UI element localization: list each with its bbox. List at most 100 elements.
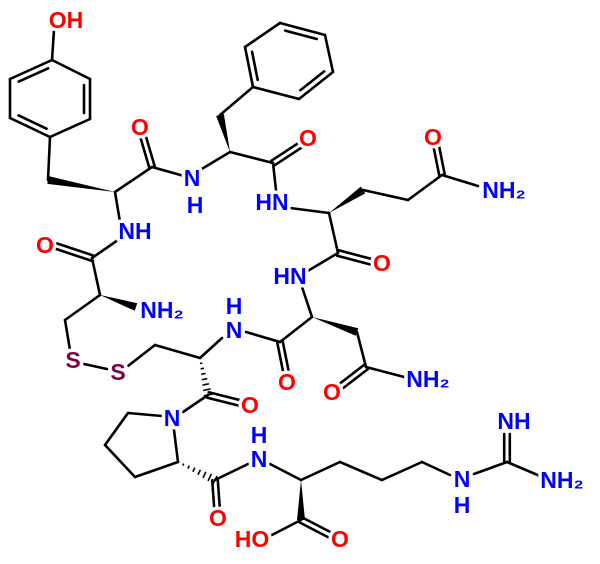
atom-tyr-carbonyl-o: O <box>131 114 149 140</box>
bond-line <box>17 67 50 83</box>
bond-line <box>281 340 291 373</box>
bond-line <box>297 70 335 101</box>
atom-asn-cys-h: H <box>226 293 243 319</box>
bond-line <box>103 411 130 447</box>
atom-tyr-oh: OH <box>49 7 84 33</box>
bond-line <box>53 247 93 262</box>
atom-gln-side-nh2: NH₂ <box>482 177 525 203</box>
atom-gln-side-o: O <box>424 124 442 150</box>
bond-line <box>63 293 102 322</box>
bond-line <box>275 341 285 374</box>
bond-line <box>207 390 242 402</box>
bond-line <box>103 443 137 479</box>
wedge-bond <box>329 186 366 213</box>
hashed-bond <box>182 463 185 466</box>
atom-pro-carbonyl-o: O <box>209 505 227 531</box>
atom-gln-carbonyl-o: O <box>373 250 391 276</box>
bond-line <box>406 173 444 202</box>
bond-line <box>283 29 319 41</box>
bond-line <box>198 336 224 360</box>
bond-line <box>243 21 282 49</box>
hashed-bond <box>202 388 211 392</box>
atom-cys6-carbonyl-o: O <box>241 392 259 418</box>
bond-line <box>304 251 340 274</box>
hashed-bond <box>201 377 208 381</box>
bond-line <box>210 478 216 510</box>
bond-line <box>250 50 259 82</box>
bond-line <box>113 165 154 194</box>
bond-line <box>340 367 370 391</box>
bond-line <box>113 190 122 224</box>
bond-line <box>50 28 56 62</box>
bond-line <box>299 70 326 92</box>
atom-cys1-carbonyl-o: O <box>36 232 54 258</box>
bond-line <box>216 478 222 510</box>
bond-line <box>218 85 255 117</box>
atom-asn-carbonyl-o: O <box>278 369 296 395</box>
bond-line <box>364 365 410 380</box>
bond-line <box>271 161 278 192</box>
hashed-bond <box>197 469 202 476</box>
bond-line <box>198 150 232 172</box>
bond-line <box>300 516 333 534</box>
bond-line <box>298 521 331 539</box>
atom-guan-imine-nh: NH <box>497 408 530 434</box>
bond-line <box>278 21 327 37</box>
atom-guan-n: N <box>454 466 471 492</box>
atom-phe-gln-hn: HN <box>255 189 288 215</box>
bond-line <box>181 393 210 414</box>
atom-arg-cooh-ho: HO <box>235 526 270 552</box>
atom-tyr-phe-h: H <box>187 192 204 218</box>
atom-s1: S <box>65 347 80 373</box>
bond-line <box>228 150 275 165</box>
hashed-bond <box>187 465 191 470</box>
atom-guan-nh2: NH₂ <box>540 467 583 493</box>
bond-line <box>172 428 180 464</box>
bond-line <box>270 140 302 162</box>
bond-line <box>17 114 48 131</box>
bond-line <box>8 58 54 81</box>
hashed-bond <box>207 473 213 482</box>
bond-line <box>133 460 180 479</box>
bond-line <box>150 165 186 178</box>
bond-line <box>420 460 452 477</box>
atom-arg-h: H <box>251 422 268 448</box>
bond-line <box>472 460 509 476</box>
atom-labels: OH O N H NH O O HN O NH₂ O HN NH₂ S S H … <box>33 4 588 556</box>
bond-line <box>244 330 282 344</box>
hashed-bond <box>201 372 206 376</box>
bond-line <box>273 145 305 167</box>
bonds <box>8 21 542 539</box>
bond-line <box>143 130 156 168</box>
wedge-bond <box>47 176 116 192</box>
atom-gln-asn-hn: HN <box>273 263 306 289</box>
bond-line <box>300 285 314 319</box>
wedge-bond <box>312 317 359 336</box>
bond-line <box>90 256 102 297</box>
atom-arg-cooh-o: O <box>331 526 349 552</box>
bond-line <box>63 318 72 352</box>
atom-tyr-phe-n: N <box>184 165 201 191</box>
bond-line <box>338 460 384 482</box>
bond-line <box>213 462 250 482</box>
bond-line <box>82 362 109 371</box>
atom-s2: S <box>110 359 125 385</box>
bond-line <box>335 254 373 267</box>
bond-line <box>50 58 92 81</box>
atom-guan-h: H <box>454 492 471 518</box>
bond-line <box>327 211 340 255</box>
atom-asn-side-nh2: NH₂ <box>406 366 449 392</box>
bond-line <box>138 132 151 170</box>
bond-line <box>126 343 157 368</box>
bond-line <box>337 248 375 261</box>
bond-line <box>355 330 368 369</box>
atom-asn-cys-n: N <box>226 317 243 343</box>
bond-line <box>336 363 366 387</box>
wedge-bond <box>100 295 138 311</box>
atom-arg-n: N <box>251 446 268 472</box>
hashed-bond <box>202 382 210 386</box>
bond-line <box>505 460 542 478</box>
bond-line <box>268 462 303 482</box>
bond-line <box>55 242 95 257</box>
